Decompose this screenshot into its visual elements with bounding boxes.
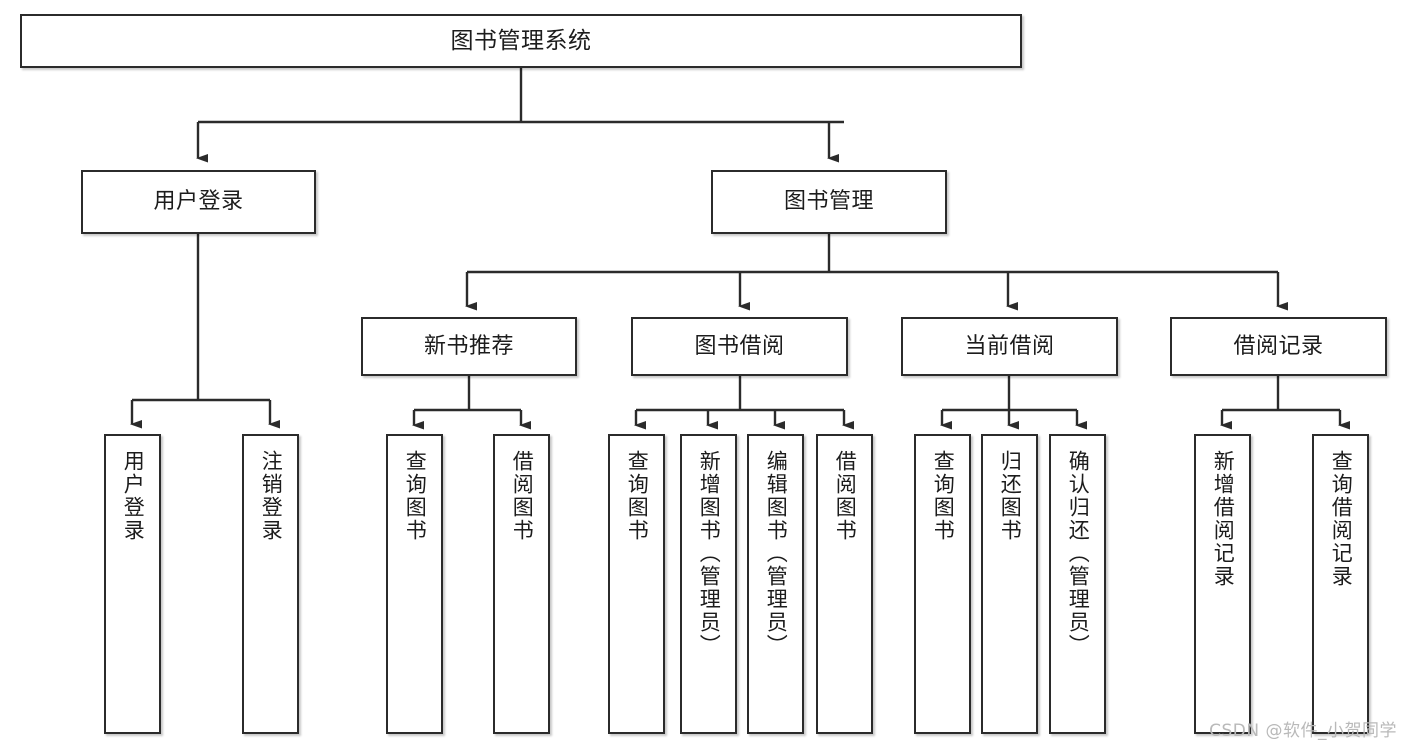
node-leaf-confirm-return-admin[interactable]: 确认归还（管理员） xyxy=(1049,434,1106,734)
node-label: 新增借阅记录 xyxy=(1211,450,1236,588)
node-leaf-query-book-borrow[interactable]: 查询图书 xyxy=(608,434,665,734)
node-leaf-query-book-current[interactable]: 查询图书 xyxy=(914,434,971,734)
node-label: 查询图书 xyxy=(403,450,428,542)
node-leaf-borrow-book-new[interactable]: 借阅图书 xyxy=(493,434,550,734)
node-label: 图书管理系统 xyxy=(450,27,592,54)
node-label: 借阅图书 xyxy=(833,450,858,542)
node-leaf-add-borrow-record[interactable]: 新增借阅记录 xyxy=(1194,434,1251,734)
node-leaf-query-borrow-record[interactable]: 查询借阅记录 xyxy=(1312,434,1369,734)
node-borrowing-record[interactable]: 借阅记录 xyxy=(1170,317,1387,376)
node-label: 借阅图书 xyxy=(510,450,535,542)
node-label: 查询图书 xyxy=(931,450,956,542)
node-root-book-management-system[interactable]: 图书管理系统 xyxy=(20,14,1022,68)
node-leaf-borrow-book[interactable]: 借阅图书 xyxy=(816,434,873,734)
node-book-management[interactable]: 图书管理 xyxy=(711,170,947,234)
node-label: 确认归还（管理员） xyxy=(1066,450,1091,657)
node-book-borrowing[interactable]: 图书借阅 xyxy=(631,317,848,376)
node-leaf-edit-book-admin[interactable]: 编辑图书（管理员） xyxy=(747,434,804,734)
node-label: 新书推荐 xyxy=(423,333,514,359)
node-label: 图书管理 xyxy=(783,189,874,215)
node-label: 借阅记录 xyxy=(1233,333,1324,359)
node-leaf-add-book-admin[interactable]: 新增图书（管理员） xyxy=(680,434,737,734)
node-label: 查询借阅记录 xyxy=(1329,450,1354,588)
node-label: 当前借阅 xyxy=(964,333,1055,359)
node-label: 查询图书 xyxy=(625,450,650,542)
node-label: 注销登录 xyxy=(259,450,284,542)
node-label: 编辑图书（管理员） xyxy=(764,450,789,657)
node-label: 用户登录 xyxy=(153,189,244,215)
node-leaf-return-book[interactable]: 归还图书 xyxy=(981,434,1038,734)
node-label: 新增图书（管理员） xyxy=(697,450,722,657)
node-label: 用户登录 xyxy=(121,450,146,542)
node-leaf-logout[interactable]: 注销登录 xyxy=(242,434,299,734)
node-new-book-recommendation[interactable]: 新书推荐 xyxy=(361,317,577,376)
node-leaf-user-login[interactable]: 用户登录 xyxy=(104,434,161,734)
node-user-login[interactable]: 用户登录 xyxy=(81,170,316,234)
node-current-borrowing[interactable]: 当前借阅 xyxy=(901,317,1118,376)
node-leaf-query-book-new[interactable]: 查询图书 xyxy=(386,434,443,734)
watermark-text: CSDN @软件_小贺同学 xyxy=(1209,721,1397,741)
node-label: 图书借阅 xyxy=(694,333,785,359)
node-label: 归还图书 xyxy=(998,450,1023,542)
